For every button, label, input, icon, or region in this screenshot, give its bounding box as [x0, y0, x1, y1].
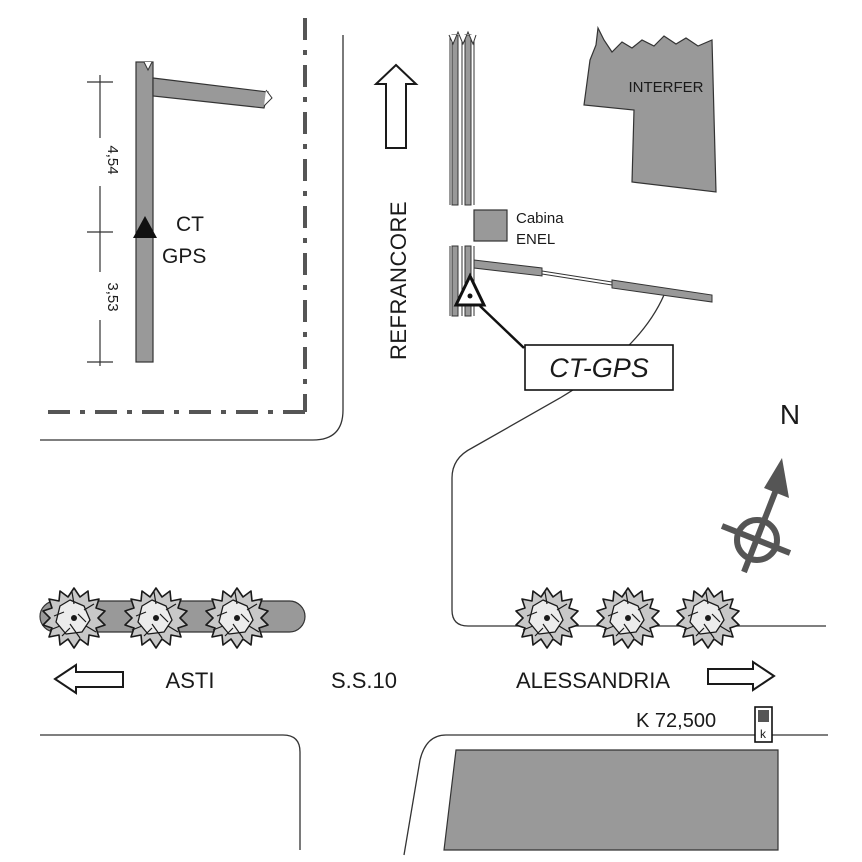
road-edge-ss10-south-east [403, 734, 828, 856]
road-edge-refrancore-left [40, 35, 344, 441]
station-triangle-icon [453, 272, 487, 307]
tree-shrub-icon [205, 587, 269, 649]
dimension-upper: 4,54 [104, 145, 121, 174]
refrancore-label: REFRANCORE [386, 201, 411, 360]
tree-row-west [42, 587, 269, 649]
inset-label-ct: CT [176, 213, 204, 236]
km-marker-label: K 72,500 [636, 710, 716, 732]
alessandria-label: ALESSANDRIA [516, 668, 670, 693]
compass-north-arrow-icon [720, 458, 792, 574]
asti-arrow-icon [53, 663, 124, 695]
power-line [473, 259, 713, 303]
tree-shrub-icon [515, 587, 579, 649]
north-label: N [780, 399, 800, 430]
cabina-enel-building [473, 209, 508, 242]
lot-building [443, 749, 779, 851]
asti-label: ASTI [166, 668, 215, 693]
ct-gps-callout-box [524, 344, 674, 391]
tree-shrub-icon [124, 587, 188, 649]
tree-shrub-icon [676, 587, 740, 649]
tree-shrub-icon [42, 587, 106, 649]
cabina-label-line1: Cabina [516, 210, 564, 227]
cabina-label-line2: ENEL [516, 231, 555, 248]
access-road [451, 294, 826, 627]
dimension-lower: 3,53 [104, 282, 121, 311]
refrancore-arrow-icon [373, 63, 419, 149]
alessandria-arrow-icon [707, 660, 776, 692]
tree-row-east [515, 587, 740, 649]
road-name-label: S.S.10 [331, 668, 397, 693]
inset-pole [135, 61, 154, 363]
interfer-building [583, 25, 717, 193]
railway [448, 30, 477, 317]
inset-detail: 4,54 3,53 CT GPS [48, 18, 307, 414]
inset-label-gps: GPS [162, 245, 206, 268]
inset-branch [152, 77, 269, 109]
callout-leader-line [479, 305, 525, 349]
tree-shrub-icon [596, 587, 660, 649]
km-post-icon: k [754, 706, 773, 743]
roads [40, 35, 828, 856]
interfer-label: INTERFER [629, 79, 704, 96]
road-edge-ss10-south-west [40, 734, 301, 850]
ct-gps-marker-icon [133, 216, 157, 238]
ct-gps-callout-label: CT-GPS [549, 353, 649, 383]
km-post-letter: k [760, 727, 767, 741]
